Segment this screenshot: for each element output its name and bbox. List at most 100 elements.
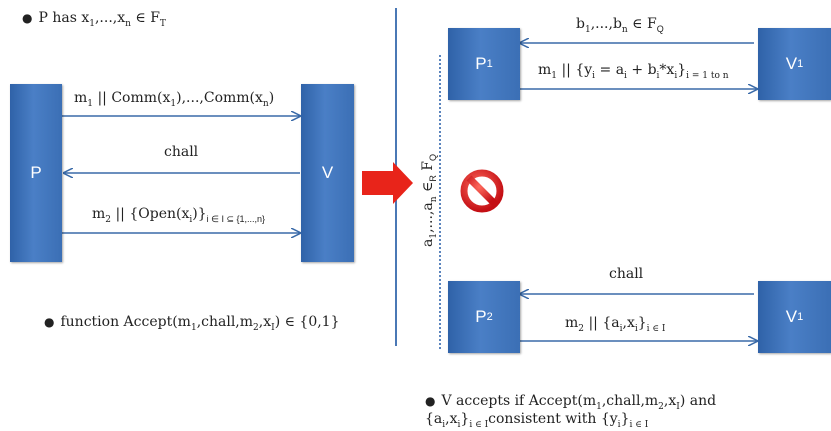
v1-label: V [785, 54, 798, 73]
sub: i [624, 70, 627, 81]
t: F [420, 161, 436, 176]
t: ,chall,m [196, 314, 254, 330]
t: ,chall,m [601, 393, 659, 409]
t: consistent with {y [488, 411, 618, 427]
intro-text: ,...,x [94, 10, 126, 26]
sub: T [159, 18, 166, 29]
prover-box: P [10, 84, 62, 262]
conclusion-line-2: {ai,xi}i ∈ Iconsistent with {yi}i ∈ I [425, 411, 648, 431]
sub: i [617, 419, 621, 430]
sub: 1 [596, 401, 602, 412]
intro-text: P has x [38, 10, 90, 26]
sub: i = 1 to n [686, 70, 729, 81]
p2-label: P [475, 307, 487, 326]
sub: 2 [105, 214, 112, 225]
sub: n [262, 98, 269, 109]
sub: i ∈ I [629, 419, 649, 430]
accept-function: ●function Accept(m1,chall,m2,xI) ∈ {0,1} [44, 314, 340, 334]
t: ,x [622, 315, 635, 331]
sub: I [676, 401, 680, 412]
sub: 1 [797, 311, 804, 323]
t: ,x [445, 411, 458, 427]
t: ) ∈ {0,1} [274, 314, 340, 330]
sub: i [656, 70, 660, 81]
t: } [637, 315, 647, 331]
sub: i [189, 214, 193, 225]
t: m [538, 62, 552, 78]
intro-statement: ● P has x1,...,xn ∈ FT [22, 10, 166, 30]
sub: i [674, 70, 678, 81]
chall-label-right: chall [609, 266, 644, 282]
sub: 1 [428, 232, 439, 239]
p1-label: P [475, 54, 487, 73]
bullet: ● [425, 394, 436, 408]
msg2-label: m2 || {Open(xi)}i ∈ I ⊆ {1,...,n} [92, 206, 265, 226]
t: V accepts if Accept(m [441, 393, 597, 409]
chall-label: chall [164, 144, 199, 160]
m1-y-label: m1 || {yi = ai + bi*xi}i = 1 to n [538, 62, 729, 82]
t: m [74, 90, 88, 106]
t: } [460, 411, 470, 427]
sub: i [619, 323, 623, 334]
prohibition-icon [460, 169, 504, 213]
sub: 1 [486, 58, 493, 70]
t: ,x [663, 393, 677, 409]
t: || {a [584, 315, 620, 331]
sub: 2 [486, 311, 493, 323]
sub: i ∈ I ⊆ {1,...,n} [206, 213, 266, 224]
sub: 1 [87, 98, 94, 109]
sub: i [457, 419, 461, 430]
sub: R [427, 175, 438, 182]
t: *x [659, 62, 675, 78]
bullet: ● [22, 11, 33, 25]
sub: i ∈ I [469, 419, 489, 430]
msg1-label: m1 || Comm(x1),...,Comm(xn) [74, 90, 274, 110]
sub: 1 [551, 70, 558, 81]
t: } [620, 411, 630, 427]
sub: n [125, 18, 131, 29]
bullet: ● [44, 315, 55, 329]
sub: n [428, 196, 439, 203]
t: m [92, 206, 106, 222]
verifier-box: V [301, 84, 354, 262]
t: ,...,b [590, 16, 622, 32]
sub: 1 [797, 58, 804, 70]
t: ∈ [420, 181, 436, 197]
verifier-label: V [321, 163, 334, 182]
v1-label: V [785, 307, 798, 326]
sub: 2 [578, 323, 585, 334]
sub: i [592, 70, 596, 81]
t: = a [595, 62, 625, 78]
sub: 1 [89, 18, 95, 29]
t: ,x [258, 314, 272, 330]
t: b [576, 16, 585, 32]
t: || {y [557, 62, 593, 78]
sub: 1 [584, 24, 591, 35]
t: + b [626, 62, 657, 78]
sub: i [634, 323, 638, 334]
sub: i ∈ I [646, 323, 666, 334]
conclusion-line-1: ●V accepts if Accept(m1,chall,m2,xI) and [425, 393, 716, 413]
t: function Accept(m [60, 314, 191, 330]
t: ,...,a [420, 202, 436, 233]
sub: 2 [658, 401, 664, 412]
sub: 2 [253, 322, 259, 333]
sub: n [621, 24, 628, 35]
t: || Comm(x [93, 90, 171, 106]
t: a [420, 238, 436, 247]
intro-text: ∈ F [130, 10, 160, 26]
big-red-arrow [362, 162, 413, 204]
t: {a [425, 411, 443, 427]
t: ) [268, 90, 275, 106]
t: ),...,Comm(x [176, 90, 263, 106]
sub: I [271, 322, 275, 333]
sub: Q [427, 153, 438, 161]
t: || {Open(x [111, 206, 190, 222]
sub: i [442, 419, 446, 430]
t: m [565, 315, 579, 331]
challenge-b-label: b1,...,bn ∈ FQ [576, 16, 664, 36]
